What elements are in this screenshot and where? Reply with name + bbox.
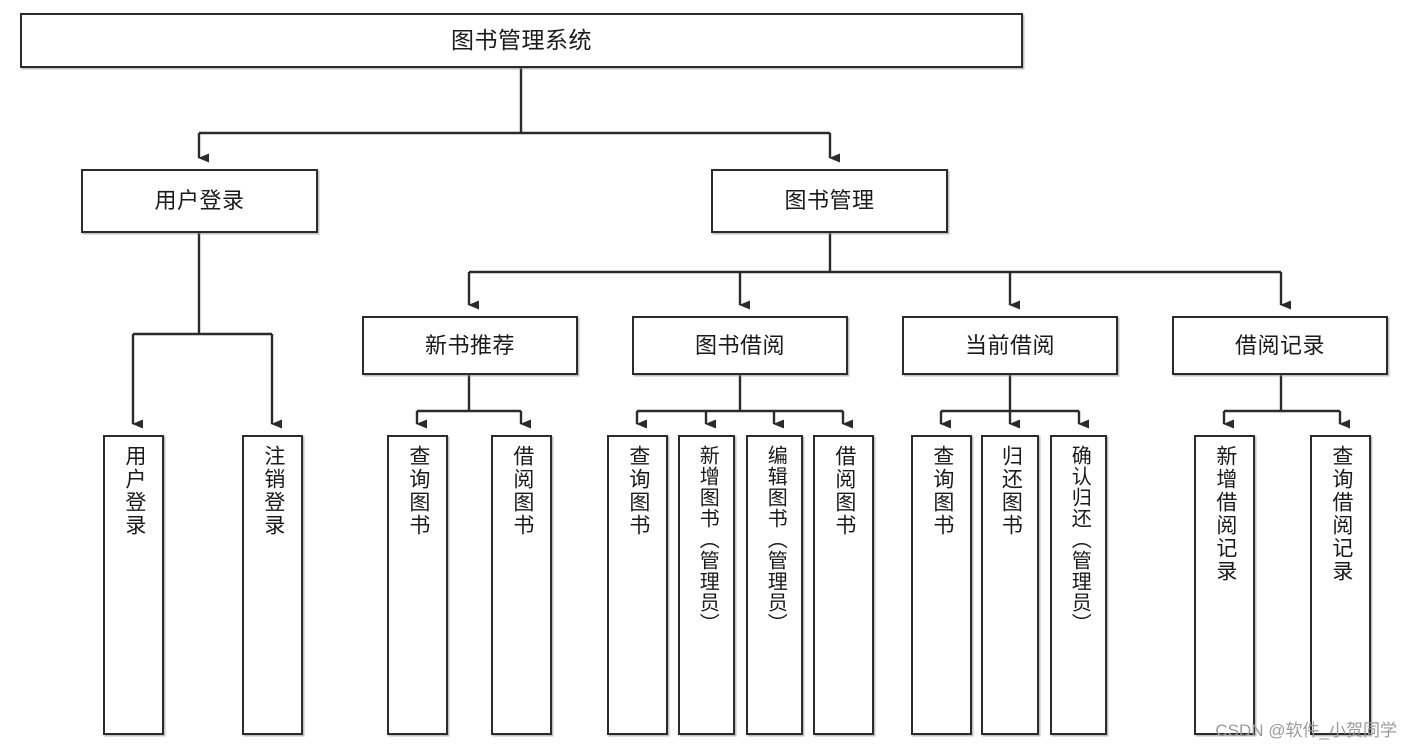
node-label: 新增借阅记录	[1213, 445, 1237, 583]
node-label: 查询图书	[406, 445, 430, 537]
leaf-confirm-return-admin[interactable]: 确认归还（管理员）	[1050, 435, 1107, 735]
csdn-watermark: CSDN @软件_小贺同学	[1215, 721, 1397, 740]
node-label: 当前借阅	[964, 332, 1055, 358]
node-book-management[interactable]: 图书管理	[711, 169, 948, 233]
leaf-borrow-book-new[interactable]: 借阅图书	[491, 435, 552, 735]
node-label: 用户登录	[154, 188, 245, 214]
leaf-add-borrow-record[interactable]: 新增借阅记录	[1194, 435, 1255, 735]
node-label: 图书借阅	[694, 332, 785, 358]
leaf-add-book-admin[interactable]: 新增图书（管理员）	[678, 435, 735, 735]
node-current-borrowing[interactable]: 当前借阅	[902, 316, 1118, 375]
node-label: 新增图书（管理员）	[696, 445, 719, 634]
node-label: 查询借阅记录	[1329, 445, 1353, 583]
node-label: 图书管理	[784, 188, 875, 214]
node-user-login[interactable]: 用户登录	[81, 169, 318, 233]
node-label: 图书管理系统	[451, 27, 592, 54]
node-label: 注销登录	[261, 445, 285, 537]
node-label: 借阅图书	[510, 445, 534, 537]
leaf-borrow-book[interactable]: 借阅图书	[813, 435, 874, 735]
node-label: 借阅图书	[832, 445, 856, 537]
node-book-borrowing[interactable]: 图书借阅	[632, 316, 848, 375]
node-label: 用户登录	[122, 445, 146, 537]
node-root-book-management-system[interactable]: 图书管理系统	[20, 13, 1023, 68]
leaf-edit-book-admin[interactable]: 编辑图书（管理员）	[746, 435, 803, 735]
leaf-logout[interactable]: 注销登录	[242, 435, 303, 735]
node-label: 归还图书	[999, 445, 1023, 537]
node-label: 新书推荐	[424, 332, 515, 358]
leaf-query-book-new[interactable]: 查询图书	[387, 435, 448, 735]
node-label: 查询图书	[930, 445, 954, 537]
node-borrowing-record[interactable]: 借阅记录	[1172, 316, 1388, 375]
leaf-query-book-borrow[interactable]: 查询图书	[607, 435, 668, 735]
leaf-query-book-current[interactable]: 查询图书	[911, 435, 972, 735]
leaf-user-login[interactable]: 用户登录	[103, 435, 164, 735]
node-label: 借阅记录	[1234, 332, 1325, 358]
node-label: 编辑图书（管理员）	[764, 445, 787, 634]
node-label: 确认归还（管理员）	[1068, 445, 1091, 634]
node-new-book-recommendation[interactable]: 新书推荐	[362, 316, 578, 375]
node-label: 查询图书	[626, 445, 650, 537]
leaf-query-borrow-record[interactable]: 查询借阅记录	[1310, 435, 1371, 735]
leaf-return-book[interactable]: 归还图书	[981, 435, 1039, 735]
